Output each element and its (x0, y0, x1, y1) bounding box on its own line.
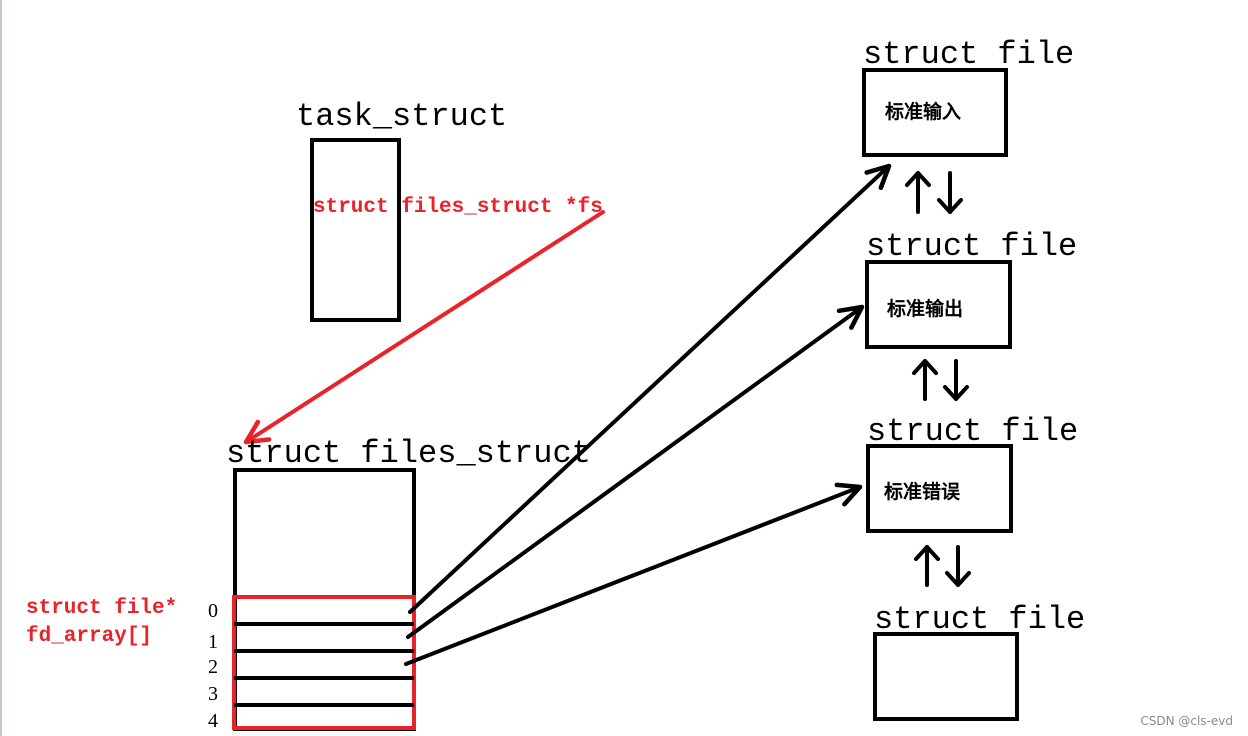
file-node-stdin: struct file 标准输入 (862, 36, 1074, 157)
file-box (865, 260, 1012, 349)
fs-pointer-arrow (243, 210, 605, 445)
file-title: struct file (863, 36, 1074, 73)
watermark-text: CSDN @cls-evd (1140, 714, 1233, 728)
task-struct-box (310, 138, 401, 322)
file-content: 标准输入 (885, 100, 961, 123)
down-arrow (945, 545, 971, 587)
down-arrow (937, 171, 963, 214)
fd-array-type-label: struct file* (26, 597, 177, 620)
file-box (866, 444, 1013, 533)
list-link-arrows (905, 171, 971, 587)
fd0-pointer-arrow (408, 163, 892, 614)
up-arrow (905, 171, 931, 214)
task-struct: task_struct struct files_struct *fs (296, 98, 603, 322)
file-title: struct file (867, 413, 1078, 450)
file-content: 标准错误 (884, 480, 961, 503)
fd-array-name-label: fd_array[] (26, 625, 152, 648)
files-struct: struct files_struct struct file* fd_arra… (26, 435, 591, 732)
task-struct-title: task_struct (296, 98, 507, 135)
fd-index: 1 (208, 631, 218, 653)
up-arrow (914, 545, 940, 587)
file-node-stdout: struct file 标准输出 (865, 228, 1077, 349)
file-node-stderr: struct file 标准错误 (866, 413, 1078, 533)
fd-array-box (232, 595, 416, 730)
fd-index: 2 (208, 656, 218, 678)
file-box (873, 632, 1019, 721)
task-struct-member: struct files_struct *fs (313, 196, 603, 219)
file-node-empty: struct file (873, 601, 1085, 721)
file-title: struct file (874, 601, 1085, 638)
fd-index: 4 (208, 710, 218, 732)
down-arrow (943, 359, 969, 401)
files-struct-box (233, 468, 416, 731)
fd2-pointer-arrow (404, 482, 863, 666)
fd-index: 3 (208, 683, 218, 705)
file-content: 标准输出 (887, 297, 963, 320)
files-struct-title: struct files_struct (226, 435, 591, 472)
fd-index: 0 (208, 600, 218, 622)
fd1-pointer-arrow (406, 304, 865, 639)
file-box (862, 68, 1008, 157)
file-title: struct file (866, 228, 1077, 265)
up-arrow (912, 359, 938, 401)
